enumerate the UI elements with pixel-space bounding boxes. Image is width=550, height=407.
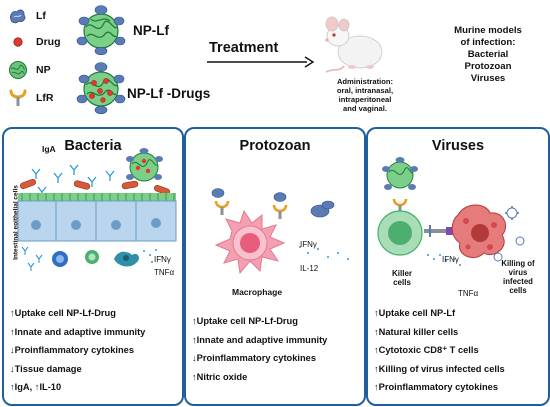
finding-item: ↑Uptake cell NP-Lf-Drug — [10, 308, 116, 318]
finding-item: ↑Nitric oxide — [192, 371, 248, 382]
killer-cell-scene — [370, 157, 525, 266]
murine-line: Protozoan — [464, 61, 512, 72]
iga-antibody-icon — [31, 164, 115, 197]
treatment-arrow-icon — [207, 56, 315, 68]
ifn-gamma-label: IFNγ — [154, 255, 171, 264]
immune-cell-icon — [52, 250, 139, 267]
ifn-gamma-label: IFNγ — [300, 240, 317, 249]
iga-label: IgA — [42, 144, 56, 154]
protozoan-title: Protozoan — [239, 138, 311, 154]
finding-item: ↑IgA, ↑IL-10 — [10, 382, 62, 392]
murine-line: Viruses — [470, 73, 506, 84]
killing-line: infected — [503, 277, 533, 286]
il12-label: IL-12 — [300, 264, 319, 273]
murine-models-text: Murine models of infection: Bacterial Pr… — [430, 25, 546, 85]
parasite-icon — [310, 200, 335, 218]
legend-label-np: NP — [36, 64, 51, 76]
treatment-label: Treatment — [209, 40, 279, 56]
protozoan-findings: ↑Uptake cell NP-Lf-Drug ↑Innate and adap… — [192, 312, 327, 386]
np-lf-particle-icon — [382, 157, 418, 190]
nanoparticle-icon — [9, 61, 27, 79]
np-lf-construct-icon — [76, 5, 126, 55]
finding-item: ↑Cytotoxic CD8⁺ T cells — [374, 345, 479, 355]
administration-line: and vaginal. — [343, 104, 387, 113]
bacteria-panel: Bacteria IgA Intestinal epithelial cells — [2, 127, 184, 406]
ifn-gamma-label: IFNγ — [442, 255, 459, 264]
killer-line: cells — [393, 278, 411, 287]
killing-line: cells — [509, 286, 527, 295]
np-lf-drug-particle-icon — [126, 148, 163, 182]
finding-item: ↑Natural killer cells — [374, 326, 459, 337]
tnf-alpha-label: TNFα — [154, 268, 175, 277]
murine-line: of infection: — [460, 37, 516, 48]
bacteria-scene — [17, 148, 177, 271]
drug-icon — [13, 37, 23, 47]
legend-label-lfr: LfR — [36, 92, 54, 104]
killer-cells-label: Killer cells — [392, 269, 412, 287]
legend-label-drug: Drug — [36, 36, 61, 48]
finding-item: ↑Proinflammatory cytokines — [374, 382, 498, 392]
killing-line: Killing of — [501, 259, 535, 268]
finding-item: ↑Uptake cell NP-Lf — [374, 308, 456, 318]
bacteria-title: Bacteria — [64, 138, 122, 154]
killer-line: Killer — [392, 269, 413, 278]
tnf-alpha-label: TNFα — [458, 289, 479, 298]
np-lf-drugs-label: NP-Lf -Drugs — [127, 86, 211, 101]
bacterium-icon — [20, 178, 170, 196]
finding-item: ↑Uptake cell NP-Lf-Drug — [192, 316, 298, 326]
administration-text: Administration: oral, intranasal, intrap… — [322, 77, 408, 113]
lactoferrin-icon — [10, 9, 26, 24]
protozoan-panel: Protozoan IFNγ IL-12 Macrophage ↑Uptake … — [184, 127, 366, 406]
murine-line: Bacterial — [467, 49, 509, 60]
finding-item: ↑Killing of virus infected cells — [374, 363, 505, 374]
finding-item: ↓Proinflammatory cytokines — [192, 353, 316, 363]
viruses-findings: ↑Uptake cell NP-Lf ↑Natural killer cells… — [374, 304, 505, 397]
bacteria-findings: ↑Uptake cell NP-Lf-Drug ↑Innate and adap… — [10, 304, 145, 397]
killing-label: Killing of virus infected cells — [494, 259, 542, 295]
np-lf-drugs-construct-icon — [76, 62, 126, 115]
mouse-icon — [325, 16, 383, 73]
finding-item: ↓Tissue damage — [10, 363, 82, 374]
finding-item: ↓Proinflammatory cytokines — [10, 345, 134, 355]
administration-line: intraperitoneal — [338, 95, 392, 104]
macrophage-scene — [211, 188, 349, 275]
receptor-icon — [214, 200, 288, 219]
administration-line: oral, intranasal, — [336, 86, 394, 95]
viruses-title: Viruses — [431, 138, 485, 154]
legend: Lf Drug NP LfR — [2, 2, 72, 112]
viruses-panel: Viruses Kil — [366, 127, 550, 406]
macrophage-label: Macrophage — [232, 287, 283, 297]
legend-label-lf: Lf — [36, 10, 46, 22]
finding-item: ↑Innate and adaptive immunity — [192, 334, 328, 345]
lactoferrin-receptor-icon — [9, 89, 27, 106]
murine-line: Murine models — [454, 25, 522, 36]
administration-line: Administration: — [336, 77, 394, 86]
killing-line: virus — [508, 268, 528, 277]
epithelial-cell-icon — [17, 200, 177, 242]
np-lf-label: NP-Lf — [133, 23, 169, 38]
finding-item: ↑Innate and adaptive immunity — [10, 326, 146, 337]
